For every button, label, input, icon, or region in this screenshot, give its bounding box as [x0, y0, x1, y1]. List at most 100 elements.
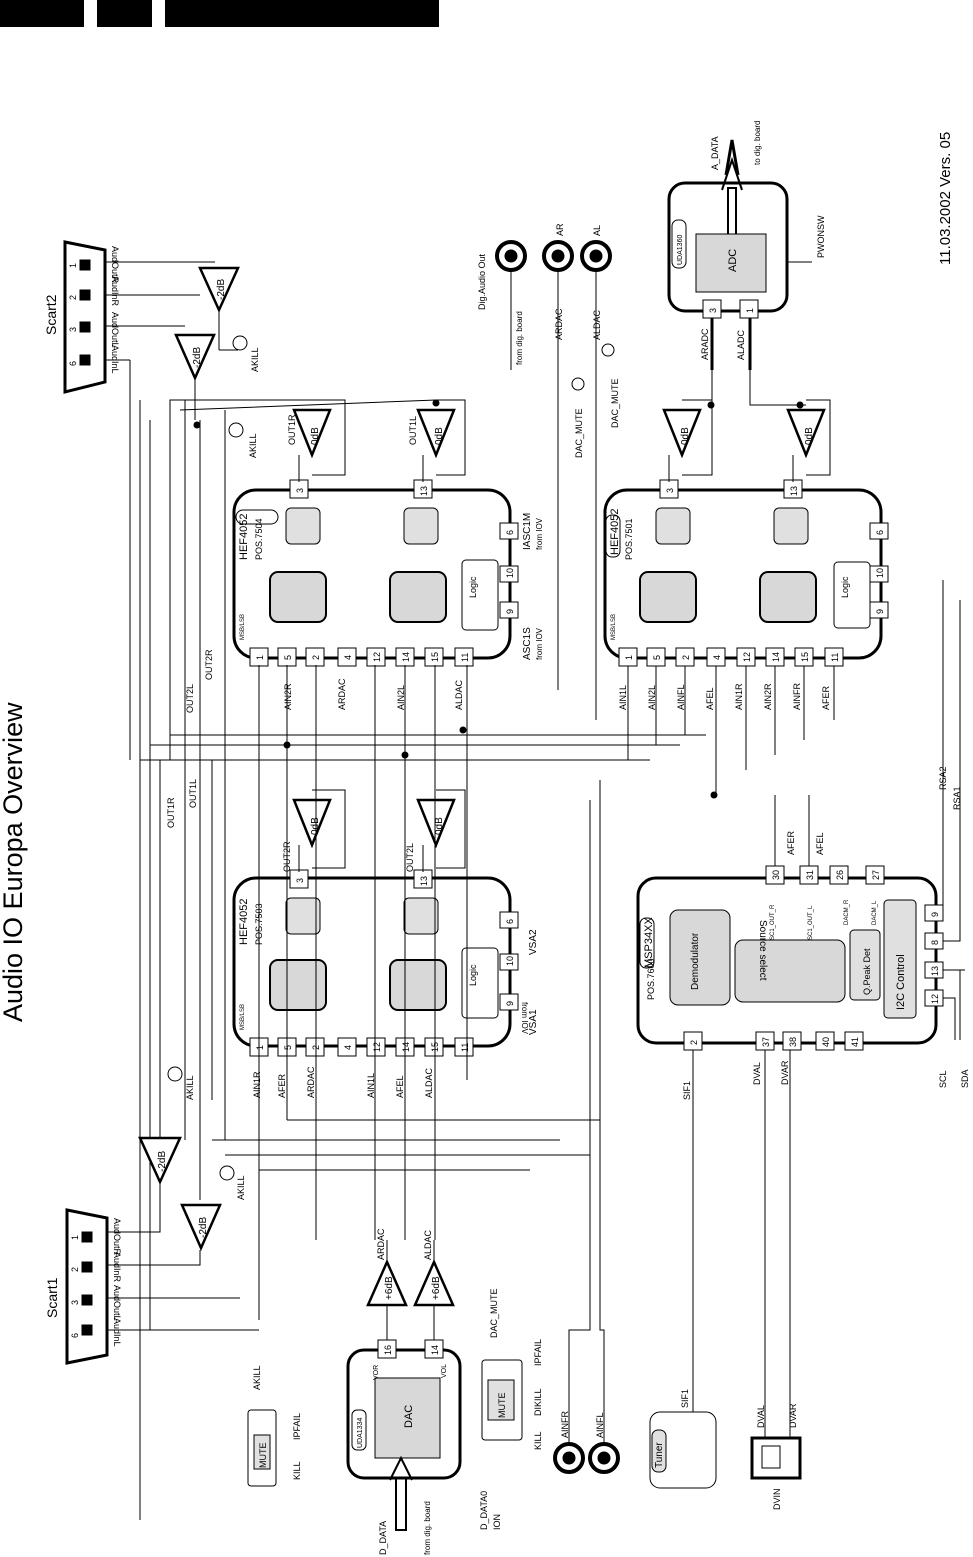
scart2-label: Scart2 — [43, 294, 59, 335]
svg-text:SCL: SCL — [938, 1070, 948, 1088]
svg-text:DAC: DAC — [403, 1405, 415, 1428]
svg-text:from IOV: from IOV — [520, 1002, 529, 1035]
svg-text:AudOutL: AudOutL — [112, 1285, 122, 1321]
svg-text:MSP34XX: MSP34XX — [643, 917, 655, 968]
svg-text:SIF1: SIF1 — [682, 1081, 692, 1100]
svg-text:DAC_MUTE: DAC_MUTE — [489, 1288, 499, 1338]
svg-text:AINFL: AINFL — [676, 684, 686, 710]
svg-text:PWONSW: PWONSW — [816, 215, 826, 258]
svg-text:9: 9 — [930, 912, 940, 917]
svg-text:DAC_MUTE: DAC_MUTE — [610, 378, 620, 428]
svg-text:Tuner: Tuner — [654, 1442, 665, 1468]
svg-text:AINFR: AINFR — [560, 1410, 570, 1438]
svg-text:ALDAC: ALDAC — [454, 679, 464, 710]
svg-text:6: 6 — [70, 1333, 80, 1338]
source-select-label: Source select — [757, 920, 768, 981]
svg-text:MSB/LSB: MSB/LSB — [240, 614, 246, 640]
svg-text:VSA2: VSA2 — [528, 929, 539, 955]
svg-text:5: 5 — [652, 655, 662, 660]
svg-text:DVAL: DVAL — [752, 1062, 762, 1085]
svg-text:Logic: Logic — [840, 576, 850, 598]
svg-text:SC1_OUT_R: SC1_OUT_R — [770, 904, 776, 940]
svg-text:MSB/LSB: MSB/LSB — [611, 614, 617, 640]
svg-text:POS.7600: POS.7600 — [646, 958, 656, 1000]
svg-text:10: 10 — [505, 956, 515, 966]
svg-text:SDA: SDA — [960, 1069, 970, 1088]
svg-text:0dB: 0dB — [434, 427, 445, 445]
header-bar-2 — [97, 0, 152, 27]
svg-text:DAC_MUTE: DAC_MUTE — [574, 408, 584, 458]
svg-text:0dB: 0dB — [434, 817, 445, 835]
svg-text:AKILL: AKILL — [252, 1365, 262, 1390]
svg-text:AKILL: AKILL — [185, 1075, 195, 1100]
svg-text:ARDAC: ARDAC — [554, 308, 564, 340]
amp-0db: 0dB — [292, 408, 332, 459]
amp-0db: 0dB — [786, 408, 826, 459]
svg-text:9: 9 — [505, 609, 515, 614]
svg-text:31: 31 — [805, 870, 815, 880]
svg-text:Dig.Audio Out: Dig.Audio Out — [477, 253, 487, 310]
svg-text:9: 9 — [505, 1001, 515, 1006]
svg-text:to dig. board: to dig. board — [753, 121, 762, 165]
svg-text:AIN1R: AIN1R — [734, 683, 744, 710]
svg-text:AIN2L: AIN2L — [396, 685, 406, 710]
hef4052-7503: HEF4052 POS.7503 MSB/LSB Logic 9 10 6 3 … — [232, 869, 519, 1048]
svg-text:VSA1: VSA1 — [528, 1009, 539, 1035]
svg-text:8: 8 — [930, 940, 940, 945]
svg-text:DACM_L: DACM_L — [872, 900, 878, 925]
svg-text:from dig. board: from dig. board — [515, 311, 524, 365]
svg-text:POS.7504: POS.7504 — [254, 518, 264, 560]
amp-minus2db: -2dB — [198, 266, 240, 314]
svg-text:OUT1R: OUT1R — [166, 797, 176, 828]
svg-text:3: 3 — [665, 488, 675, 493]
svg-text:6: 6 — [875, 530, 885, 535]
svg-text:ARDAC: ARDAC — [337, 678, 347, 710]
akill-label: AKILL — [250, 347, 260, 372]
svg-text:AINFR: AINFR — [792, 682, 802, 710]
svg-text:ADC: ADC — [727, 249, 739, 272]
svg-text:30: 30 — [771, 870, 781, 880]
svg-text:12: 12 — [372, 652, 382, 662]
scart1-label: Scart1 — [44, 1277, 60, 1318]
msp34xx-block: MSP34XX POS.7600 Demodulator Source sele… — [636, 876, 938, 1045]
svg-text:DVIN: DVIN — [772, 1488, 782, 1510]
svg-text:AIN1R: AIN1R — [252, 1071, 262, 1098]
amp-plus6db: +6dB — [413, 1258, 455, 1307]
dac-block: DAC UDA1334 16 14 VOR VOL — [346, 1339, 462, 1531]
scart2-pin: 2 — [68, 295, 78, 300]
svg-text:12: 12 — [372, 1042, 382, 1052]
svg-text:0dB: 0dB — [804, 427, 815, 445]
scart2-pin: 1 — [68, 263, 78, 268]
scart2-pin: 6 — [68, 361, 78, 366]
svg-text:HEF4052: HEF4052 — [609, 509, 621, 555]
svg-text:3: 3 — [70, 1300, 80, 1305]
svg-text:-2dB: -2dB — [198, 1217, 209, 1238]
svg-text:15: 15 — [430, 652, 440, 662]
svg-text:AFER: AFER — [277, 1073, 287, 1098]
svg-text:3: 3 — [708, 308, 718, 313]
mute-block-1: MUTE KILL IPFAIL AKILL — [247, 1365, 302, 1487]
svg-text:DVAL: DVAL — [756, 1405, 766, 1428]
asc1s-label: ASC1S — [522, 627, 533, 660]
svg-text:16: 16 — [383, 1345, 393, 1355]
svg-text:13: 13 — [789, 486, 799, 496]
svg-text:0dB: 0dB — [680, 427, 691, 445]
svg-text:A_DATA: A_DATA — [710, 136, 720, 170]
svg-text:1: 1 — [745, 308, 755, 313]
svg-text:Logic: Logic — [468, 964, 478, 986]
svg-text:37: 37 — [761, 1037, 771, 1047]
svg-text:AR: AR — [555, 223, 565, 236]
svg-text:13: 13 — [419, 876, 429, 886]
svg-text:HEF4052: HEF4052 — [238, 899, 250, 945]
svg-text:1: 1 — [624, 655, 634, 660]
dvin-connector: DVIN DVAL DVAR — [750, 1403, 802, 1510]
scart2-signal: AudInL — [110, 345, 120, 374]
scart1-connector: Scart1 6 3 2 1 AudInL AudOutL AudInR Aud… — [44, 1208, 122, 1365]
svg-text:ION: ION — [492, 1514, 502, 1530]
svg-text:D_DATA0: D_DATA0 — [479, 1491, 489, 1530]
version-label: 11.03.2002 Vers. 05 — [937, 132, 954, 265]
svg-text:ALADC: ALADC — [736, 329, 746, 360]
msp-pins: 30 31 26 27 SC1_OUT_R SC1_OUT_L DACM_R D… — [683, 865, 944, 1051]
svg-text:RSA1: RSA1 — [952, 786, 962, 810]
